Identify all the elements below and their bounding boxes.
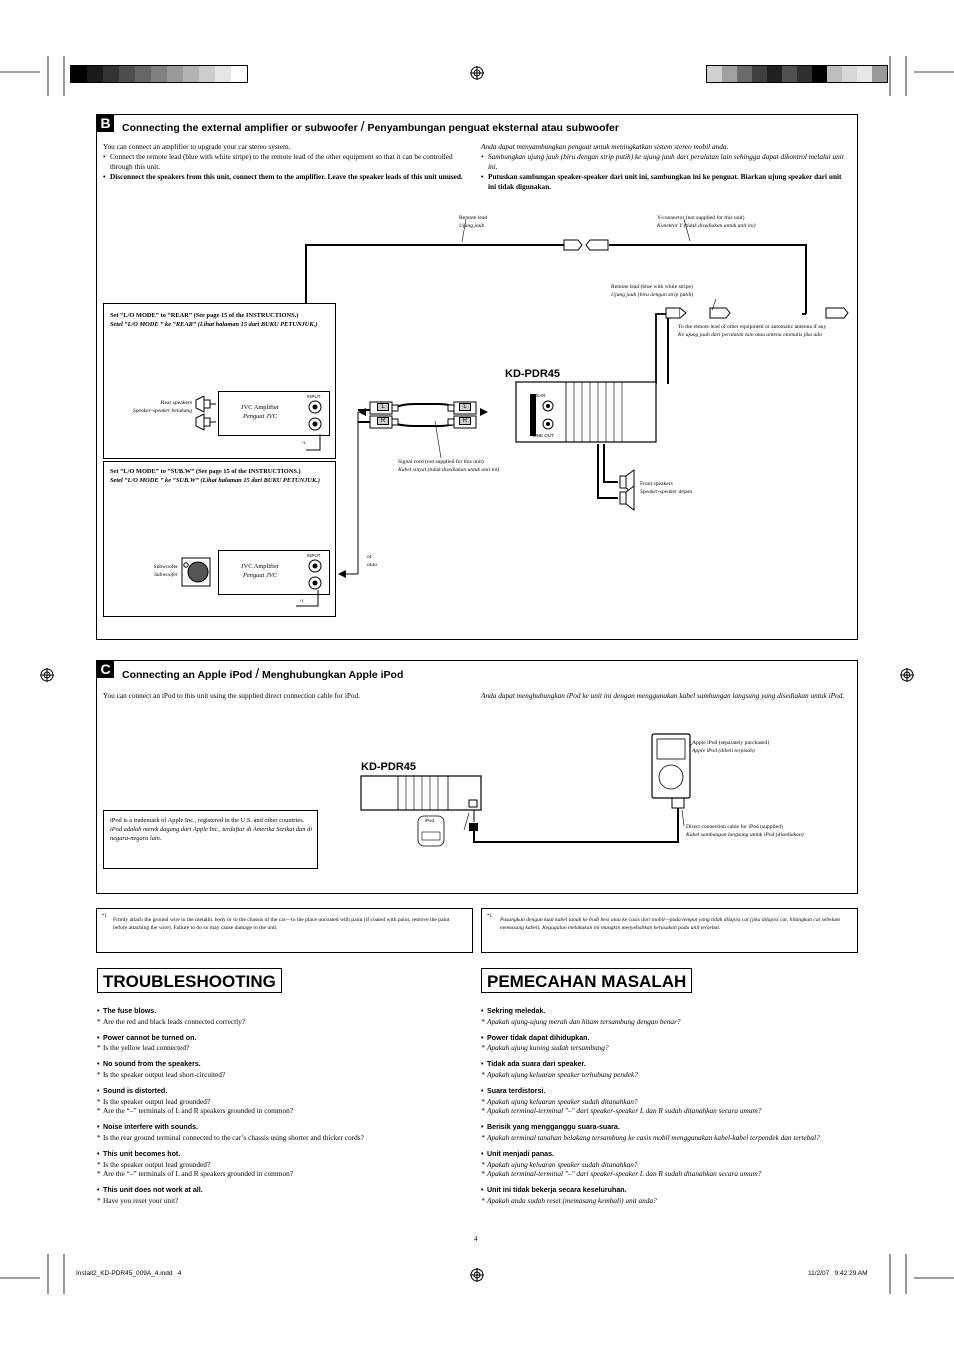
unit-model-c: KD-PDR45 [361,761,417,773]
color-bar-left [70,65,248,83]
section-c [96,660,858,894]
registration-mark-right [900,668,914,682]
or-label: or atau [367,554,377,568]
ts-item: The fuse blows. Are the red and black le… [97,1007,472,1027]
remote-wire-right [609,244,807,314]
section-c-tag: C [97,661,114,678]
footnote-id-mark: *1 [487,914,492,919]
registration-mark-left [40,668,54,682]
rear-port-label: REAR [533,393,546,398]
registration-mark-bottom [470,1268,484,1282]
jvc-amp-rear [218,391,330,436]
apple-ipod-label: Apple iPod (separately purchased) Apple … [692,740,770,754]
y-connector-label: Y-connector (not supplied for this unit)… [657,215,756,229]
footnote-id-box [481,908,858,953]
rear-speaker-icon [195,396,216,431]
pemecahan-list: Sekring meledak. Apakah ujung-ujung mera… [481,1007,856,1213]
to-remote-label: To the remote lead of other equipment or… [678,324,827,338]
unit-model-b: KD-PDR45 [505,368,561,380]
amp-input-jacks-rear [308,400,322,431]
ts-item: This unit becomes hot. Is the speaker ou… [97,1150,472,1179]
footer-file: Install2_KD-PDR45_009A_4.indd 4 [76,1270,182,1277]
lineout-port-label: LINE OUT [533,433,554,438]
rear-mode-box [103,303,336,459]
section-b-id-text: Anda dapat menyambungkan penguat untuk m… [481,142,851,192]
sub-mode-text: Set “L/O MODE” to “SUB.W” (See page 15 o… [110,468,321,484]
section-b-title: Connecting the external amplifier or sub… [122,118,619,134]
section-b-tag: B [97,115,114,132]
troubleshooting-title: TROUBLESHOOTING [97,968,282,993]
rear-mode-text: Set “L/O MODE” to “REAR” (See page 15 of… [110,312,318,328]
subwoofer-icon [181,557,211,587]
front-speakers-label: Front speakers Speaker-speaker depan [640,481,693,495]
pm-item: Unit ini tidak bekerja secara keseluruha… [481,1186,856,1206]
amp-input-label-sub: INPUT [307,553,321,558]
ts-item: Noise interfere with sounds. Is the rear… [97,1123,472,1143]
ts-item: This unit does not work at all. Have you… [97,1186,472,1206]
direct-cable-label: Direct connection cable for iPod (suppli… [686,824,804,838]
section-b-en-text: You can connect an amplifier to upgrade … [103,142,471,182]
ts-item: No sound from the speakers. Is the speak… [97,1060,472,1080]
ts-item: Sound is distorted. Is the speaker outpu… [97,1087,472,1116]
rear-speakers-label: Rear speakers Speaker-speaker belakang [132,400,192,414]
pm-item: Power tidak dapat dihidupkan. Apakah uju… [481,1034,856,1054]
trademark-box [103,810,318,869]
signal-cord-label: Signal cord (not supplied for this unit)… [398,459,500,473]
pemecahan-title: PEMECAHAN MASALAH [481,968,693,993]
ground-mark-sub: *1 [300,598,304,603]
ipod-diagram [360,733,693,847]
sub-mode-box [103,461,336,617]
ts-item: Power cannot be turned on. Is the yellow… [97,1034,472,1054]
jvc-amp-sub [218,550,330,595]
section-c-en-text: You can connect an iPod to this unit usi… [103,691,361,700]
footnote-en-box [96,908,473,953]
footnote-en-mark: *1 [102,914,107,919]
remote-lead-blue-label: Remote lead (blue with white stripe) Uju… [611,284,694,298]
section-c-title: Connecting an Apple iPod / Menghubungkan… [122,665,404,681]
footer-date: 11/2/07 9:42:29 AM [808,1270,868,1277]
unit-rear-panel [515,381,657,443]
pm-item: Sekring meledak. Apakah ujung-ujung mera… [481,1007,856,1027]
pm-item: Suara terdistorsi. Apakah ujung keluaran… [481,1087,856,1116]
amp-input-label-rear: INPUT [307,394,321,399]
pm-item: Unit menjadi panas. Apakah ujung keluara… [481,1150,856,1179]
page-number: 4 [474,1235,478,1243]
jvc-amp-sub-label: JVC Amplifier Penguat JVC [241,563,279,579]
jvc-amp-rear-label: JVC Amplifier Penguat JVC [241,404,279,420]
registration-mark-top [470,66,484,80]
ipod-port-label: iPod [425,818,435,823]
wiring-diagram [296,218,849,607]
footnote-id-text: Pasangkan dengan kuat kabel tanah ke bod… [500,917,840,931]
pm-item: Berisik yang mengganggu suara-suara. Apa… [481,1123,856,1143]
section-b [96,114,858,640]
troubleshooting-list: The fuse blows. Are the red and black le… [97,1007,472,1213]
pm-item: Tidak ada suara dari speaker. Apakah uju… [481,1060,856,1080]
ground-mark-rear: *1 [302,440,306,445]
remote-wire-left [305,244,566,304]
plug-r-right: R [459,417,471,425]
subwoofer-label: Subwoofer Subwoofer [153,564,178,578]
trademark-text: iPod is a trademark of Apple Inc., regis… [110,817,312,842]
plug-r-left: R [377,417,389,425]
color-bar-right [706,65,888,83]
remote-lead-label: Remote lead Ujung jauh [459,215,488,229]
plug-l-left: L [377,403,389,411]
footnote-en-text: Firmly attach the ground wire to the met… [113,917,450,931]
section-c-id-text: Anda dapat menghubungkan iPod ke unit in… [481,691,845,700]
plug-l-right: L [459,403,471,411]
amp-input-jacks-sub [308,559,322,590]
